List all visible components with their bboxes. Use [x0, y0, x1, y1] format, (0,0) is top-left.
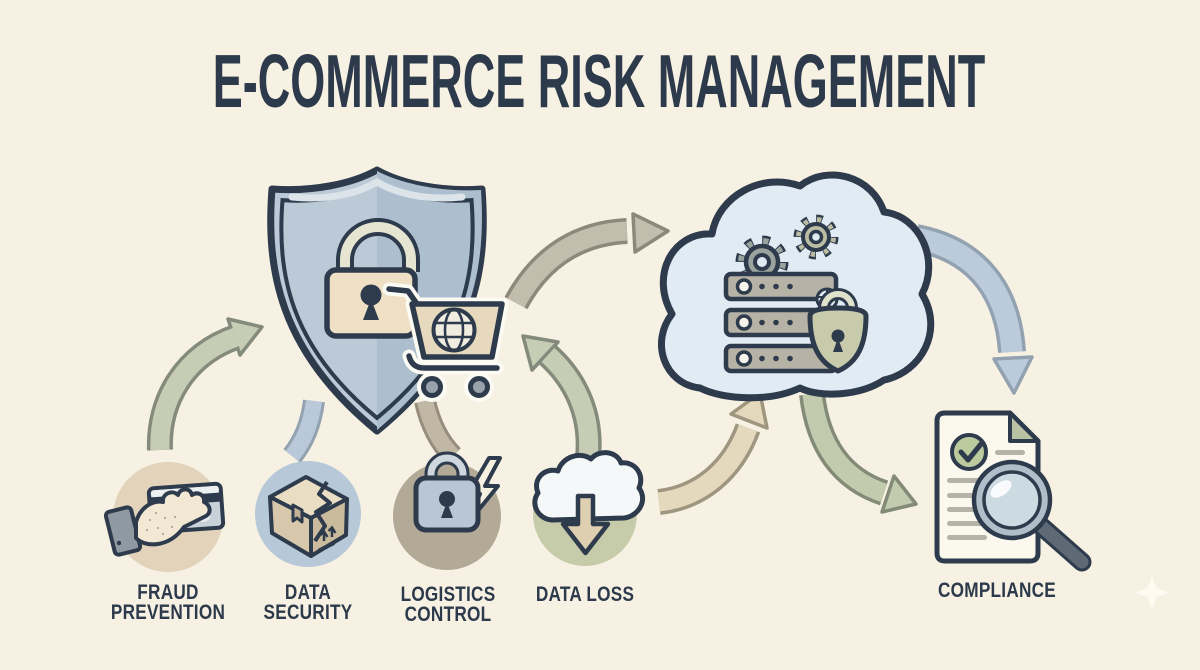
magnifier-icon	[971, 459, 1092, 572]
sparkle-icon	[1135, 576, 1169, 609]
arrow-shield-to-data-security	[283, 399, 325, 463]
label-compliance: COMPLIANCE	[937, 578, 1057, 602]
label-data-loss: DATA LOSS	[535, 582, 635, 606]
shopping-cart-globe-icon	[382, 282, 509, 402]
compliance-document-icon	[934, 410, 1092, 572]
arrow-cloud-to-compliance	[912, 224, 1034, 395]
arrow-dataloss-to-cart	[521, 334, 602, 460]
arrow-cart-to-cloud	[504, 212, 670, 310]
server-lock-icon	[807, 287, 869, 374]
cloud-download-arrow-icon	[532, 450, 646, 566]
arrow-shield-to-logistics	[414, 398, 462, 464]
label-data-security: DATA SECURITY	[263, 580, 353, 624]
label-logistics-control: LOGISTICS CONTROL	[400, 582, 496, 626]
cloud-servers-icon	[658, 171, 935, 402]
arrow-fraud-to-shield	[146, 317, 264, 451]
hand-credit-card-icon	[103, 462, 226, 572]
gear-icon	[735, 235, 789, 289]
page-title-text: E-COMMERCE RISK MANAGEMENT	[212, 39, 986, 123]
gear-icon	[793, 214, 839, 260]
padlock-lightning-icon	[393, 451, 502, 570]
shield-lock-icon	[267, 166, 487, 435]
arrow-cloud-to-compliance-lower	[799, 392, 918, 514]
label-fraud-prevention: FRAUD PREVENTION	[110, 580, 226, 624]
page-title: E-COMMERCE RISK MANAGEMENT	[0, 39, 1200, 123]
arrow-dataloss-to-cloud	[657, 391, 769, 515]
broken-box-icon	[255, 461, 361, 567]
